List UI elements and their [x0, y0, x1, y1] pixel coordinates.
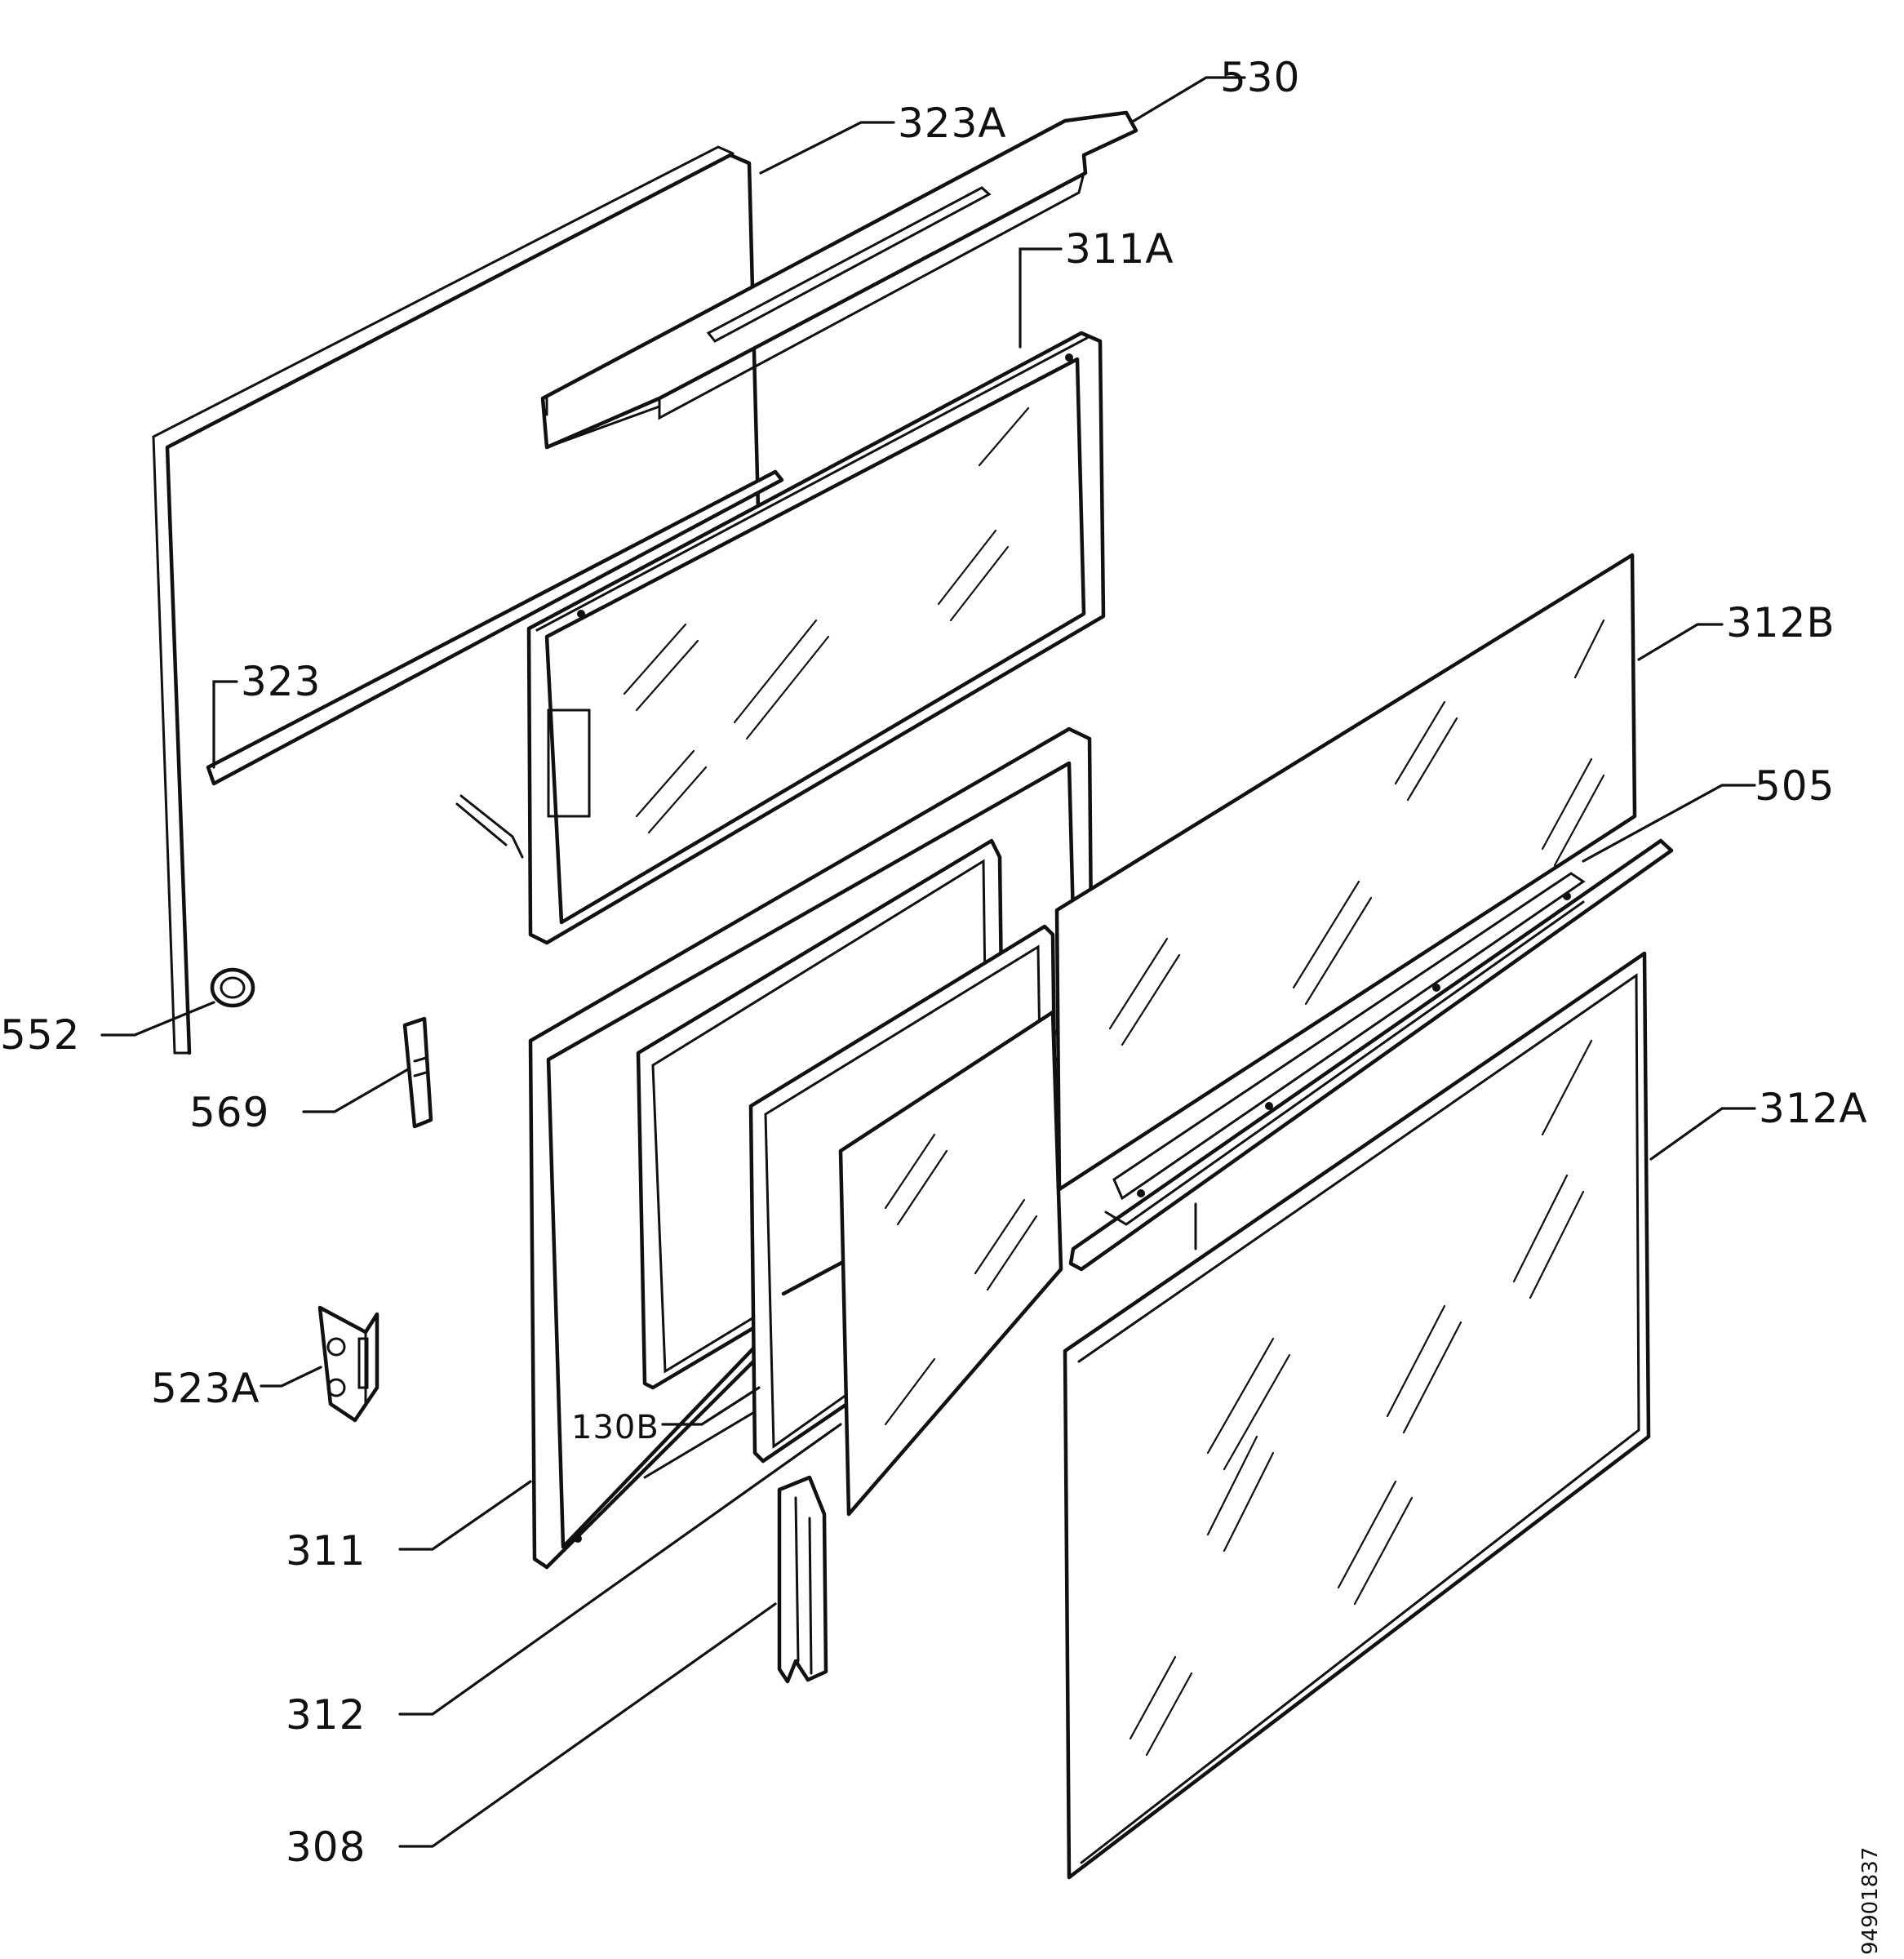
label-312a: 312A: [1759, 1085, 1868, 1132]
label-308: 308: [286, 1824, 366, 1871]
label-311: 311: [286, 1527, 366, 1575]
label-323: 323: [241, 658, 321, 705]
label-505: 505: [1755, 762, 1835, 810]
part-505-rail[interactable]: [1068, 838, 1674, 1272]
leader-lines: [100, 76, 1756, 1848]
label-312b: 312B: [1726, 599, 1835, 646]
part-312a-front-glass[interactable]: [1063, 951, 1651, 1880]
part-311a-glass-frame[interactable]: [455, 331, 1106, 945]
part-312-glass-pane[interactable]: [838, 1010, 1063, 1517]
document-number: 94901837: [1858, 1847, 1883, 1955]
label-523a: 523A: [151, 1365, 260, 1412]
label-552: 552: [0, 1011, 80, 1059]
label-530: 530: [1220, 54, 1300, 101]
part-552-grommet[interactable]: [210, 967, 255, 1008]
label-312: 312: [286, 1691, 366, 1739]
part-308-handle-clip[interactable]: [777, 1475, 828, 1684]
part-labels: 530 323A 311A 323 312B 505 552 569 312A …: [0, 54, 1868, 1871]
label-130b: 130B: [571, 1409, 659, 1446]
part-569-clip[interactable]: [402, 1016, 433, 1129]
label-323a: 323A: [898, 100, 1007, 147]
part-523a-hinge[interactable]: [317, 1305, 379, 1423]
part-323-strip[interactable]: [206, 469, 784, 786]
label-311a: 311A: [1065, 225, 1174, 273]
part-312b-glass-pane[interactable]: [1054, 553, 1637, 1192]
label-569: 569: [189, 1089, 269, 1136]
part-530-top-trim[interactable]: [540, 110, 1138, 450]
